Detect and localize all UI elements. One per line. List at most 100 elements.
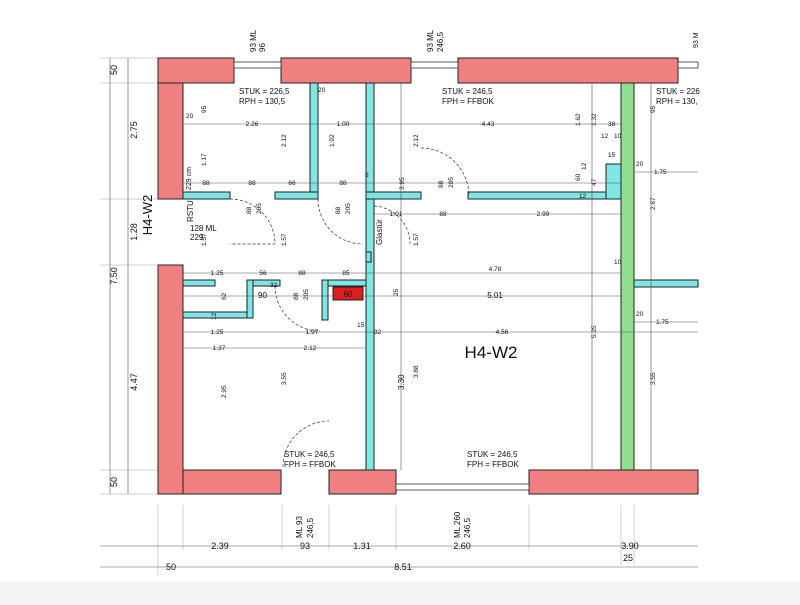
- dim-bottom-total-1: 50: [166, 562, 176, 572]
- dim-i-10: 10: [614, 259, 622, 266]
- dim-i-205a: 205: [256, 203, 263, 214]
- exterior-wall-top-3: [457, 57, 679, 84]
- door-arc-3: [317, 198, 364, 245]
- interior-walls: [182, 82, 699, 471]
- dim-i-88c: 88: [339, 180, 347, 187]
- dim-i-137: 1.37: [213, 345, 226, 352]
- dim-i-88d: 88: [246, 206, 253, 214]
- window-5-label-a: ML 260: [453, 511, 462, 538]
- dim-i-299: 2.99: [537, 211, 550, 218]
- dim-i-20c: 20: [636, 161, 644, 168]
- fph-4: FPH = FFBOK: [284, 460, 336, 469]
- dim-i-88b: 88: [248, 180, 256, 187]
- dim-i-456: 4.56: [496, 329, 509, 336]
- dim-i-12d: 12: [579, 193, 587, 200]
- dim-i-205b: 205: [345, 203, 352, 214]
- dim-i-501: 5.01: [487, 291, 503, 300]
- dim-i-20d: 20: [636, 311, 644, 318]
- dim-i-132: 1.32: [591, 113, 598, 126]
- dim-bottom-total-2: 8.51: [394, 562, 412, 572]
- v229-label: 229: [190, 233, 204, 242]
- dim-i-88e: 88: [335, 206, 342, 214]
- window-top-3: [677, 61, 699, 69]
- dim-i-205c: 205: [303, 289, 310, 300]
- ml128-label: 128 ML: [190, 224, 217, 233]
- dim-i-25: 25: [393, 288, 400, 296]
- door-arc-1: [229, 198, 276, 245]
- dim-left-2: 2.75: [129, 121, 139, 139]
- fph-2: FPH = FFBOK: [442, 97, 494, 106]
- dim-bottom-4: 2.60: [453, 541, 471, 551]
- room-label: H4-W2: [465, 343, 518, 362]
- dim-i-117: 1.17: [201, 153, 208, 166]
- window-top-1: [233, 61, 282, 69]
- wall-h-8: [321, 279, 367, 287]
- dim-i-212a: 2.12: [281, 134, 288, 147]
- dim-i-101: 1.01: [390, 211, 403, 218]
- dim-left-5: 50: [109, 477, 119, 487]
- dim-left-3: 1.28: [129, 223, 139, 241]
- dim-i-443: 4.43: [482, 121, 495, 128]
- dim-i-20a: 20: [186, 113, 194, 120]
- dim-i-212c: 2.12: [304, 345, 317, 352]
- dim-i-47: 47: [591, 178, 598, 186]
- dim-i-388: 3.88: [413, 365, 420, 378]
- dim-i-212b: 2.12: [413, 134, 420, 147]
- windows: [233, 61, 699, 491]
- dim-left-total: 7.50: [109, 267, 119, 285]
- dim-i-88v: 88: [438, 180, 445, 188]
- dim-i-12b: 12: [601, 133, 609, 140]
- dim-i-88g: 88: [298, 270, 306, 277]
- glastuer-label: Glastür: [375, 219, 384, 245]
- wall-h-4: [467, 191, 622, 200]
- wall-h-5: [182, 279, 216, 287]
- dim-i-205v: 205: [448, 177, 455, 188]
- window-2-label-b: 246,5: [436, 31, 445, 52]
- dim-i-125a: 1.25: [211, 270, 224, 277]
- window-2-label-a: 93 ML: [426, 29, 435, 52]
- wall-h-2: [274, 191, 319, 200]
- rstu-label: RSTU: [186, 200, 195, 222]
- dim-i-88h: 88: [293, 292, 300, 300]
- height-annotations: STUK = 226,5 RPH = 130,5 STUK = 246,5 FP…: [186, 87, 700, 469]
- dim-i-85: 85: [342, 270, 350, 277]
- dim-bottom-small: 25: [623, 553, 633, 563]
- wall-v-366: [365, 82, 375, 471]
- dim-i-478: 4.78: [489, 266, 502, 273]
- dim-i-226: 2.26: [246, 121, 259, 128]
- dim-i-88f: 88: [439, 211, 447, 218]
- wall-h-1: [182, 191, 231, 200]
- dim-bottom-3: 1.31: [353, 541, 371, 551]
- stuk-2: STUK = 246,5: [442, 87, 493, 96]
- bottom-dimension-chain: 2.39 93 1.31 2.60 3.90 25 50 8.51: [100, 541, 698, 572]
- dim-i-355a: 3.55: [281, 372, 288, 385]
- dim-i-125b: 1.25: [211, 329, 224, 336]
- dim-i-157a: 1.57: [201, 233, 208, 246]
- dim-i-95a: 95: [201, 105, 208, 113]
- wall-shaft: [605, 163, 622, 200]
- window-bottom: [395, 483, 530, 491]
- interior-dimension-lines: [183, 83, 698, 470]
- dim-i-192: 1.92: [329, 134, 336, 147]
- dim-i-56: 56: [259, 270, 267, 277]
- window-4-label-b: 246,5: [306, 517, 315, 538]
- dim-i-60: 60: [575, 173, 582, 181]
- dim-i-10b: 10: [614, 133, 622, 140]
- door-arc-4: [420, 147, 470, 197]
- dim-i-62: 62: [221, 292, 228, 300]
- door-arc-5: [373, 205, 411, 245]
- fph-5: FPH = FFBOK: [467, 460, 519, 469]
- stuk-3: STUK = 226: [656, 87, 700, 96]
- dim-i-95b: 95: [650, 105, 657, 113]
- green-wall: [620, 82, 635, 471]
- dim-i-90: 90: [258, 291, 267, 300]
- window-3-label: 93 M: [693, 32, 700, 48]
- dim-i-525: 5.25: [591, 325, 598, 338]
- exterior-wall-left-upper: [157, 82, 184, 200]
- dim-i-6: 6: [365, 172, 369, 179]
- dim-left-1: 50: [109, 65, 119, 75]
- wall-v-310: [309, 82, 319, 200]
- exterior-wall-bottom-1: [182, 469, 282, 495]
- door-arc-2: [274, 285, 321, 332]
